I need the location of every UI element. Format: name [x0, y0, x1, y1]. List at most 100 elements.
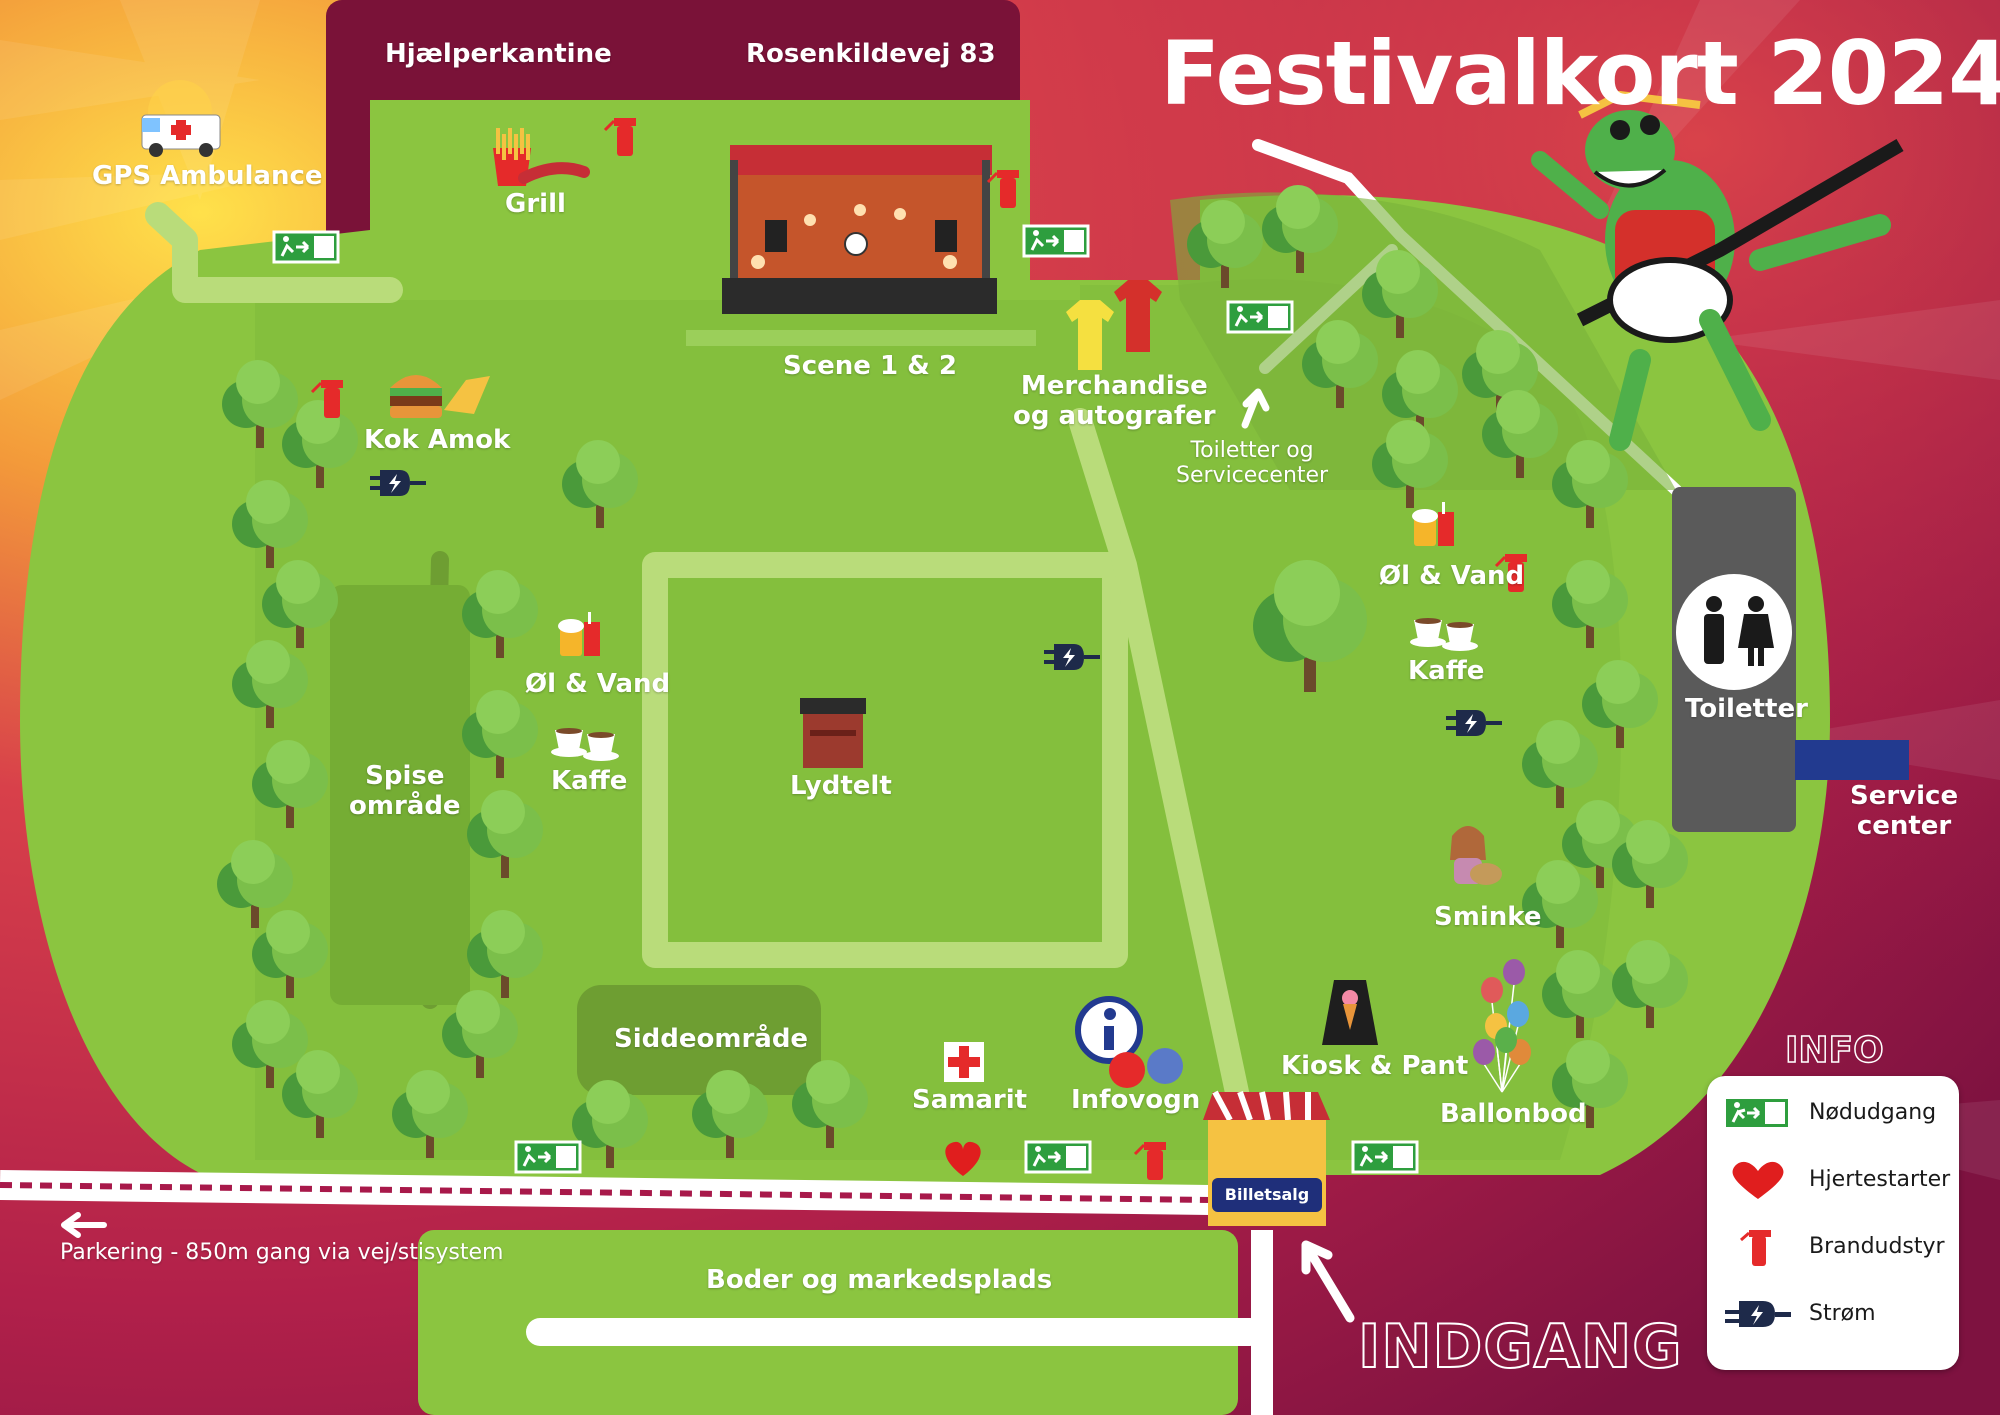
- label-ballonbod: Ballonbod: [1440, 1099, 1587, 1129]
- spise-area: [330, 585, 470, 1005]
- power-plug-icon: [1446, 710, 1502, 736]
- power-plug-icon: [1725, 1301, 1791, 1327]
- label-spise: Spise område: [349, 761, 461, 822]
- label-billetsalg: Billetsalg: [1212, 1178, 1322, 1212]
- dragon-mascot-icon: [1531, 90, 1904, 451]
- balloons-icon: [1473, 959, 1531, 1093]
- label-samarit: Samarit: [912, 1085, 1028, 1115]
- label-gps-ambulance: GPS Ambulance: [92, 161, 323, 191]
- page-title: Festivalkort 2024: [1160, 22, 2000, 125]
- label-kaffe-left: Kaffe: [551, 766, 628, 796]
- label-rosenkildevej: Rosenkildevej 83: [746, 39, 996, 69]
- tree-icon: [1552, 560, 1628, 648]
- power-plug-icon: [1044, 644, 1100, 670]
- info-icon: [1075, 996, 1183, 1088]
- emergency-exit-icon: [1022, 224, 1090, 258]
- fire-extinguisher-icon: [1494, 554, 1527, 592]
- fire-extinguisher-icon: [1740, 1230, 1771, 1266]
- label-kaffe-right: Kaffe: [1408, 656, 1485, 686]
- label-toiletter-service-line2: Servicecenter: [1176, 463, 1329, 489]
- heart-icon: [945, 1141, 981, 1176]
- label-toiletter: Toiletter: [1685, 694, 1808, 724]
- entrance-arrow-icon: [1301, 1240, 1355, 1323]
- emergency-exit-icon: [1226, 300, 1294, 334]
- stage: [686, 145, 1036, 346]
- label-boder: Boder og markedsplads: [706, 1265, 1053, 1295]
- trees: [217, 185, 1688, 1168]
- coffee-cup-icon: [551, 728, 619, 761]
- emergency-exit-icon: [1724, 1097, 1790, 1129]
- face-painting-icon: [1450, 826, 1502, 885]
- siddeomraade-area: [577, 985, 821, 1095]
- tree-icon: [692, 1070, 768, 1158]
- tree-icon: [1522, 860, 1598, 948]
- tree-icon: [1522, 720, 1598, 808]
- tree-icon: [462, 570, 538, 658]
- legend-row-fire: Brandudstyr: [1707, 1222, 1959, 1272]
- tree-icon: [572, 1080, 648, 1168]
- label-parkering: Parkering - 850m gang via vej/stisystem: [60, 1240, 504, 1265]
- label-infovogn: Infovogn: [1071, 1085, 1201, 1115]
- tree-icon: [1482, 390, 1558, 478]
- beer-soda-icon: [558, 612, 600, 656]
- first-aid-icon: [944, 1042, 984, 1082]
- emergency-exit-icon: [1351, 1140, 1419, 1174]
- burger-fries-icon: [390, 375, 490, 418]
- tree-icon: [1612, 940, 1688, 1028]
- fire-extinguisher-icon: [1133, 1142, 1166, 1180]
- tree-icon: [282, 1050, 358, 1138]
- ice-cream-sign-icon: [1322, 980, 1378, 1045]
- label-merchandise-line2: og autografer: [1013, 400, 1216, 431]
- service-center-bar: [1795, 740, 1909, 780]
- tree-icon: [1582, 660, 1658, 748]
- tree-icon: [1552, 440, 1628, 528]
- tree-icon: [282, 400, 358, 488]
- tree-icon: [1462, 330, 1538, 418]
- tree-icon: [262, 560, 338, 648]
- emergency-exit-icon: [272, 230, 340, 264]
- legend-label-heart: Hjertestarter: [1809, 1167, 1951, 1192]
- coffee-cup-icon: [1410, 618, 1478, 651]
- tree-icon: [1187, 200, 1263, 288]
- emergency-exit-icon: [514, 1140, 582, 1174]
- power-plug-icon: [370, 470, 426, 496]
- tree-icon: [562, 440, 638, 528]
- legend-row-exit: Nødudgang: [1707, 1088, 1959, 1138]
- label-grill: Grill: [505, 189, 566, 219]
- fire-extinguisher-icon: [603, 118, 636, 156]
- tree-icon: [1542, 950, 1618, 1038]
- emergency-exit-icon: [1024, 1140, 1092, 1174]
- legend-label-fire: Brandudstyr: [1809, 1234, 1945, 1259]
- fire-extinguisher-icon: [986, 170, 1019, 208]
- tree-icon: [1612, 820, 1688, 908]
- label-service-line2: center: [1856, 810, 1952, 841]
- tree-icon: [1262, 185, 1338, 273]
- ambulance-icon: [141, 80, 221, 157]
- label-spise-line2: område: [349, 790, 461, 821]
- legend-box: Nødudgang Hjertestarter Brandudstyr Strø…: [1707, 1076, 1959, 1370]
- tree-icon: [1302, 320, 1378, 408]
- label-indgang: INDGANG: [1357, 1311, 1683, 1383]
- tree-icon: [1362, 250, 1438, 338]
- label-toiletter-service: Toiletter og Servicecenter: [1176, 438, 1328, 489]
- label-hjaelperkantine: Hjælperkantine: [385, 39, 612, 69]
- main-road: [0, 1170, 1320, 1415]
- label-service-center: Service center: [1850, 781, 1958, 842]
- toilet-icon: [1676, 574, 1792, 690]
- tree-icon: [442, 990, 518, 1078]
- heart-icon: [1732, 1161, 1784, 1199]
- label-merchandise: Merchandise og autografer: [1013, 371, 1216, 432]
- label-sminke: Sminke: [1434, 902, 1542, 932]
- label-toiletter-service-line1: Toiletter og: [1190, 438, 1314, 463]
- tree-icon: [252, 740, 328, 828]
- tree-icon: [232, 1000, 308, 1088]
- label-kok-amok: Kok Amok: [364, 425, 511, 455]
- legend-title: INFO: [1784, 1029, 1884, 1072]
- label-ol-vand-left: Øl & Vand: [525, 669, 671, 699]
- tree-icon: [792, 1060, 868, 1148]
- legend-label-exit: Nødudgang: [1809, 1100, 1937, 1125]
- tree-icon: [467, 910, 543, 998]
- tree-icon: [222, 360, 298, 448]
- label-ol-vand-right: Øl & Vand: [1379, 561, 1525, 591]
